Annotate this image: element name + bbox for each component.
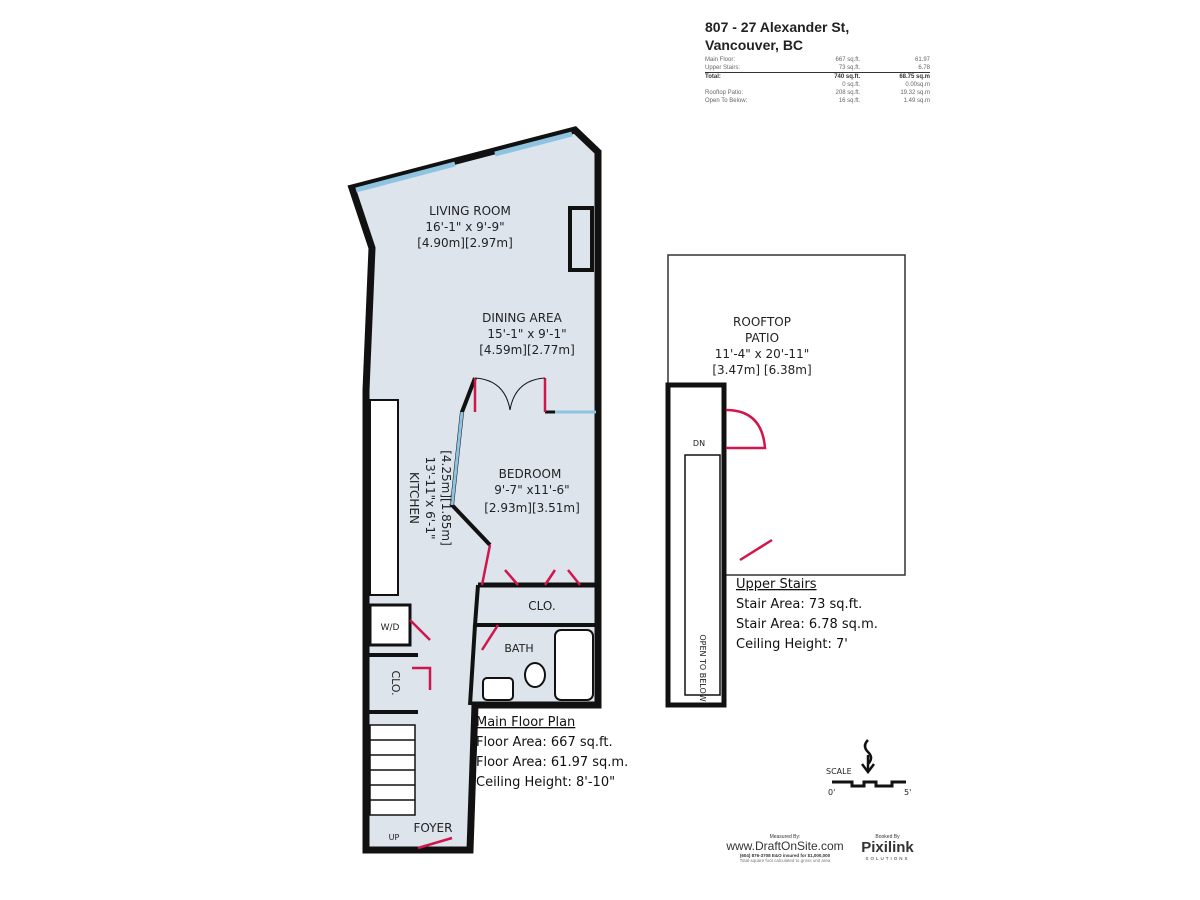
upper-stairs-area xyxy=(665,382,727,708)
up-label: UP xyxy=(389,833,400,842)
area-label: Main Floor: xyxy=(705,57,736,63)
area-sqm: 19.32 sq.m xyxy=(900,90,930,96)
north-arrow-icon xyxy=(861,739,875,775)
sink xyxy=(482,677,514,701)
dining-area-label: DINING AREA 15'-1" x 9'-1" [4.59m][2.77m… xyxy=(479,311,575,357)
bath-wall xyxy=(468,624,477,706)
scale-max: 5' xyxy=(904,788,911,797)
area-label: Upper Stairs: xyxy=(705,65,741,71)
area-sqft: 16 sq.ft. xyxy=(838,98,861,104)
pixilink-credit: Booked By Pixilink SOLUTIONS xyxy=(855,834,920,861)
svg-text:Ceiling Height: 8'-10": Ceiling Height: 8'-10" xyxy=(476,775,615,790)
area-label: Rooftop Patio: xyxy=(705,90,744,96)
svg-text:KITCHEN: KITCHEN xyxy=(407,472,421,524)
area-label: Total: xyxy=(705,72,802,81)
svg-text:16'-1" x 9'-9": 16'-1" x 9'-9" xyxy=(425,220,504,234)
wd-closet xyxy=(368,603,412,647)
closet-label: CLO. xyxy=(389,670,402,695)
doors xyxy=(409,377,581,850)
area-sqft: 208 sq.ft. xyxy=(835,90,861,96)
dn-label: DN xyxy=(693,439,705,448)
svg-text:Floor Area: 667 sq.ft.: Floor Area: 667 sq.ft. xyxy=(476,735,613,750)
area-sqm: 68.75 sq.m xyxy=(860,72,930,81)
svg-text:BEDROOM: BEDROOM xyxy=(499,467,562,481)
svg-text:ROOFTOP: ROOFTOP xyxy=(733,315,791,329)
area-sqft: 740 sq.ft. xyxy=(801,72,861,81)
window xyxy=(355,161,456,193)
area-sqm: 6.78 xyxy=(918,65,930,71)
svg-text:15'-1" x 9'-1": 15'-1" x 9'-1" xyxy=(487,327,566,341)
svg-text:[4.25m][1.85m]: [4.25m][1.85m] xyxy=(439,450,453,546)
scale-bar xyxy=(832,780,906,788)
toilet xyxy=(524,662,546,688)
main-stairs xyxy=(369,724,416,816)
upper-stairs-info: Upper Stairs Stair Area: 73 sq.ft. Stair… xyxy=(736,577,878,652)
upper-stairs-treads xyxy=(684,454,721,696)
svg-text:Main Floor Plan: Main Floor Plan xyxy=(476,715,575,730)
listing-header: 807 - 27 Alexander St, Vancouver, BC Mai… xyxy=(705,18,930,105)
area-row: Upper Stairs: 73 sq.ft. 6.78 xyxy=(705,64,930,73)
area-row: Main Floor: 667 sq.ft. 61.97 xyxy=(705,56,930,64)
window xyxy=(494,131,573,157)
draft-phone: (604) 876-3708 E&O insured for $1,000,00… xyxy=(739,853,831,858)
svg-text:Stair Area: 6.78 sq.m.: Stair Area: 6.78 sq.m. xyxy=(736,617,878,632)
bathtub xyxy=(554,629,594,701)
booked-by: Booked By xyxy=(875,834,900,840)
area-row: 0 sq.ft. 0.00sq.m xyxy=(705,81,930,89)
living-room-label: LIVING ROOM 16'-1" x 9'-9" [4.90m][2.97m… xyxy=(417,204,513,250)
svg-text:11'-4" x 20'-11": 11'-4" x 20'-11" xyxy=(715,347,809,361)
fireplace xyxy=(568,206,594,272)
rooftop-patio-label: ROOFTOP PATIO 11'-4" x 20'-11" [3.47m] [… xyxy=(712,315,811,377)
scale-label: SCALE xyxy=(826,767,852,776)
address-line-2: Vancouver, BC xyxy=(705,37,804,53)
kitchen-counter xyxy=(369,399,399,596)
svg-text:[4.90m][2.97m]: [4.90m][2.97m] xyxy=(417,236,513,250)
pixilink-sub: SOLUTIONS xyxy=(865,856,910,861)
scale-min: 0' xyxy=(828,788,835,797)
draftonsite-logo: www.DraftOnSite.com xyxy=(726,839,844,853)
svg-text:13'-11"x 6'-1": 13'-11"x 6'-1" xyxy=(423,456,437,539)
svg-text:Ceiling Height: 7': Ceiling Height: 7' xyxy=(736,637,848,652)
measured-by: Measured By: xyxy=(769,834,801,840)
draftonsite-credit: Measured By: www.DraftOnSite.com (604) 8… xyxy=(715,834,855,863)
svg-text:9'-7" x11'-6": 9'-7" x11'-6" xyxy=(494,483,569,497)
svg-text:[3.47m] [6.38m]: [3.47m] [6.38m] xyxy=(712,363,811,377)
upper-door xyxy=(739,538,773,562)
area-row-total: Total:740 sq.ft.68.75 sq.m xyxy=(705,72,930,81)
svg-text:[4.59m][2.77m]: [4.59m][2.77m] xyxy=(479,343,575,357)
area-summary-table: Main Floor: 667 sq.ft. 61.97 Upper Stairs:… xyxy=(705,56,930,105)
svg-text:LIVING ROOM: LIVING ROOM xyxy=(429,204,511,218)
area-sqm: 61.97 xyxy=(914,57,930,63)
svg-text:PATIO: PATIO xyxy=(745,331,779,345)
svg-text:Stair Area: 73 sq.ft.: Stair Area: 73 sq.ft. xyxy=(736,597,862,612)
area-sqft: 0 sq.ft. xyxy=(842,82,861,88)
draft-note: Total square foot calculated to gross un… xyxy=(739,858,831,863)
svg-text:DINING AREA: DINING AREA xyxy=(482,311,563,325)
open-to-below-label: OPEN TO BELOW xyxy=(698,634,707,701)
area-sqm: 0.00sq.m xyxy=(905,82,930,88)
closet-label: CLO. xyxy=(528,599,555,613)
foyer-label: FOYER xyxy=(414,821,453,835)
svg-text:Floor Area: 61.97 sq.m.: Floor Area: 61.97 sq.m. xyxy=(476,755,628,770)
upper-door xyxy=(725,408,767,450)
address-line-1: 807 - 27 Alexander St, xyxy=(705,19,850,35)
bedroom-label: BEDROOM 9'-7" x11'-6" [2.93m][3.51m] xyxy=(484,467,580,515)
main-floor-info: Main Floor Plan Floor Area: 667 sq.ft. F… xyxy=(476,715,628,790)
pixilink-logo: Pixilink xyxy=(861,839,914,856)
area-row: Open To Below: 16 sq.ft. 1.49 sq.m xyxy=(705,97,930,105)
svg-text:[2.93m][3.51m]: [2.93m][3.51m] xyxy=(484,501,580,515)
area-row: Rooftop Patio: 208 sq.ft. 19.32 sq.m xyxy=(705,89,930,97)
area-sqft: 667 sq.ft. xyxy=(835,57,861,63)
area-sqm: 1.49 sq.m xyxy=(903,98,930,104)
svg-text:Upper Stairs: Upper Stairs xyxy=(736,577,817,592)
area-label: Open To Below: xyxy=(705,98,748,104)
area-sqft: 73 sq.ft. xyxy=(838,65,861,71)
wd-label: W/D xyxy=(381,623,400,633)
kitchen-label: KITCHEN 13'-11"x 6'-1" [4.25m][1.85m] xyxy=(407,450,453,546)
bath-label: BATH xyxy=(504,642,533,655)
bedroom-window xyxy=(450,411,464,506)
